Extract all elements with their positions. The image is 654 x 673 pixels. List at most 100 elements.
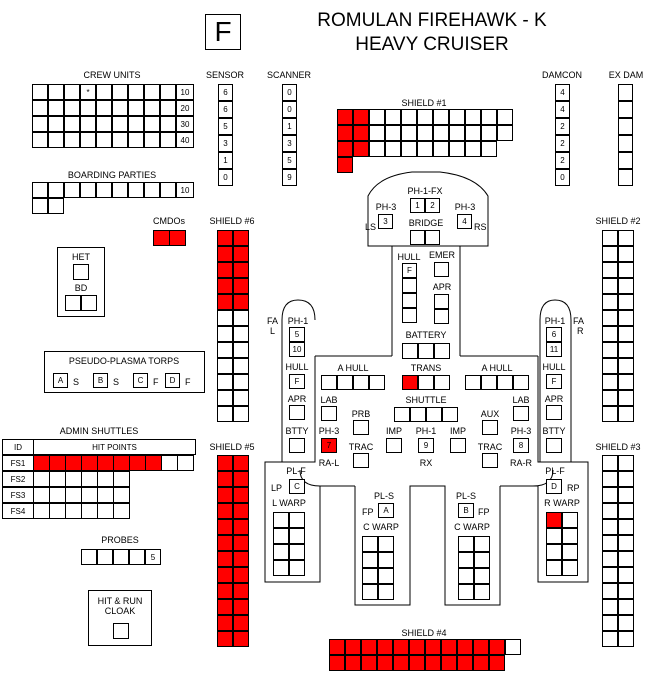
crew-unit-cell[interactable] bbox=[80, 132, 96, 148]
crew-unit-cell[interactable] bbox=[144, 84, 160, 100]
trans-box-1[interactable] bbox=[402, 375, 418, 390]
lwarp-cell[interactable] bbox=[273, 544, 289, 560]
apr-fwd-box-2[interactable] bbox=[434, 309, 449, 324]
shield-2-cell[interactable] bbox=[602, 390, 618, 406]
plasma-tube-c-box[interactable]: C bbox=[133, 373, 148, 388]
shield-4-cell[interactable] bbox=[457, 655, 473, 671]
shield-2-cell[interactable] bbox=[602, 246, 618, 262]
shield-1-cell[interactable] bbox=[433, 141, 449, 157]
shield-3-cell[interactable] bbox=[618, 535, 634, 551]
shield-5-cell[interactable] bbox=[217, 487, 233, 503]
crew-unit-cell[interactable]: 20 bbox=[176, 100, 194, 116]
shuttle-hit-point-box[interactable] bbox=[81, 455, 98, 471]
shield-1-cell[interactable] bbox=[353, 125, 369, 141]
boarding-party-cell[interactable] bbox=[144, 182, 160, 198]
ph1fx-box-2[interactable]: 2 bbox=[425, 198, 440, 213]
shield-2-cell[interactable] bbox=[618, 358, 634, 374]
shield-3-cell[interactable] bbox=[602, 519, 618, 535]
shield-2-grid[interactable] bbox=[602, 230, 634, 422]
exdam-cell[interactable] bbox=[618, 169, 633, 186]
shuttle-hit-point-box[interactable] bbox=[113, 471, 130, 487]
shield-3-cell[interactable] bbox=[602, 615, 618, 631]
hull-fwd-box-3[interactable] bbox=[402, 293, 417, 308]
shield-1-cell[interactable] bbox=[401, 125, 417, 141]
ahull-left-box-3[interactable] bbox=[353, 375, 369, 390]
shuttle-hit-point-box[interactable] bbox=[113, 455, 130, 471]
shield-2-cell[interactable] bbox=[602, 262, 618, 278]
damcon-cell[interactable]: 4 bbox=[555, 84, 570, 101]
battery-box-1[interactable] bbox=[402, 343, 418, 359]
shuttle-bay-box-3[interactable] bbox=[426, 407, 442, 422]
crew-unit-cell[interactable] bbox=[112, 84, 128, 100]
cwarp-left-cell[interactable] bbox=[378, 536, 394, 552]
crew-unit-cell[interactable] bbox=[64, 100, 80, 116]
ph3-rar-box[interactable]: 8 bbox=[513, 438, 529, 453]
rwarp-cell[interactable] bbox=[562, 528, 578, 544]
boarding-party-cell[interactable] bbox=[160, 182, 176, 198]
shuttle-hit-point-box[interactable] bbox=[97, 503, 114, 519]
bridge-box-2[interactable] bbox=[425, 230, 440, 245]
ph3-rs-box[interactable]: 4 bbox=[457, 214, 472, 229]
crew-unit-cell[interactable] bbox=[144, 116, 160, 132]
cwarp-left-cell[interactable] bbox=[378, 584, 394, 600]
shield-6-cell[interactable] bbox=[233, 358, 249, 374]
shield-6-cell[interactable] bbox=[217, 294, 233, 310]
shield-1-cell[interactable] bbox=[417, 141, 433, 157]
shield-2-cell[interactable] bbox=[602, 342, 618, 358]
crew-unit-cell[interactable] bbox=[128, 84, 144, 100]
cmdo-box-2[interactable] bbox=[169, 230, 186, 246]
boarding-party-cell[interactable] bbox=[48, 182, 64, 198]
cwarp-right-grid[interactable] bbox=[458, 536, 490, 600]
shuttle-hit-point-box[interactable] bbox=[81, 471, 98, 487]
battery-box-2[interactable] bbox=[418, 343, 434, 359]
cwarp-right-cell[interactable] bbox=[474, 568, 490, 584]
shield-3-cell[interactable] bbox=[602, 471, 618, 487]
cwarp-left-grid[interactable] bbox=[362, 536, 394, 600]
shield-6-cell[interactable] bbox=[233, 374, 249, 390]
shield-2-cell[interactable] bbox=[618, 278, 634, 294]
shield-5-cell[interactable] bbox=[217, 599, 233, 615]
shield-5-cell[interactable] bbox=[233, 471, 249, 487]
btty-right-box[interactable] bbox=[546, 438, 562, 453]
shuttle-hit-point-box[interactable] bbox=[113, 503, 130, 519]
shuttle-hit-point-box[interactable] bbox=[97, 471, 114, 487]
shield-1-cell[interactable] bbox=[385, 109, 401, 125]
shield-4-cell[interactable] bbox=[441, 655, 457, 671]
apr-right-box[interactable] bbox=[546, 405, 562, 420]
shield-5-cell[interactable] bbox=[217, 535, 233, 551]
ph1-rx-box[interactable]: 9 bbox=[418, 438, 434, 453]
crew-unit-cell[interactable] bbox=[32, 116, 48, 132]
shield-5-cell[interactable] bbox=[233, 487, 249, 503]
shield-3-cell[interactable] bbox=[602, 535, 618, 551]
shield-3-cell[interactable] bbox=[602, 455, 618, 471]
trans-box-3[interactable] bbox=[434, 375, 450, 390]
rwarp-cell[interactable] bbox=[546, 512, 562, 528]
shuttle-hit-point-box[interactable] bbox=[97, 455, 114, 471]
scanner-cell[interactable]: 3 bbox=[282, 135, 297, 152]
shield-6-cell[interactable] bbox=[217, 390, 233, 406]
shield-5-cell[interactable] bbox=[233, 567, 249, 583]
shield-6-grid[interactable] bbox=[217, 230, 249, 422]
shuttle-hit-point-box[interactable] bbox=[49, 471, 66, 487]
shuttle-hit-point-box[interactable] bbox=[33, 487, 50, 503]
sensor-cell[interactable]: 6 bbox=[218, 84, 233, 101]
ph1-right-box-1[interactable]: 6 bbox=[546, 327, 562, 342]
shield-2-cell[interactable] bbox=[618, 406, 634, 422]
shield-1-cell[interactable] bbox=[449, 125, 465, 141]
plasma-tube-d-box[interactable]: D bbox=[165, 373, 180, 388]
shuttle-hit-point-box[interactable] bbox=[33, 471, 50, 487]
rwarp-cell[interactable] bbox=[562, 560, 578, 576]
shield-4-cell[interactable] bbox=[425, 655, 441, 671]
shield-5-grid[interactable] bbox=[217, 455, 249, 647]
shield-2-cell[interactable] bbox=[602, 326, 618, 342]
bridge-box-1[interactable] bbox=[410, 230, 425, 245]
shield-1-cell[interactable] bbox=[465, 141, 481, 157]
shield-3-cell[interactable] bbox=[602, 583, 618, 599]
cwarp-right-cell[interactable] bbox=[458, 552, 474, 568]
fp-left-box[interactable]: A bbox=[378, 503, 394, 518]
shield-4-cell[interactable] bbox=[345, 655, 361, 671]
shield-4-cell[interactable] bbox=[505, 639, 521, 655]
shield-6-cell[interactable] bbox=[233, 390, 249, 406]
crew-unit-cell[interactable]: * bbox=[80, 84, 96, 100]
